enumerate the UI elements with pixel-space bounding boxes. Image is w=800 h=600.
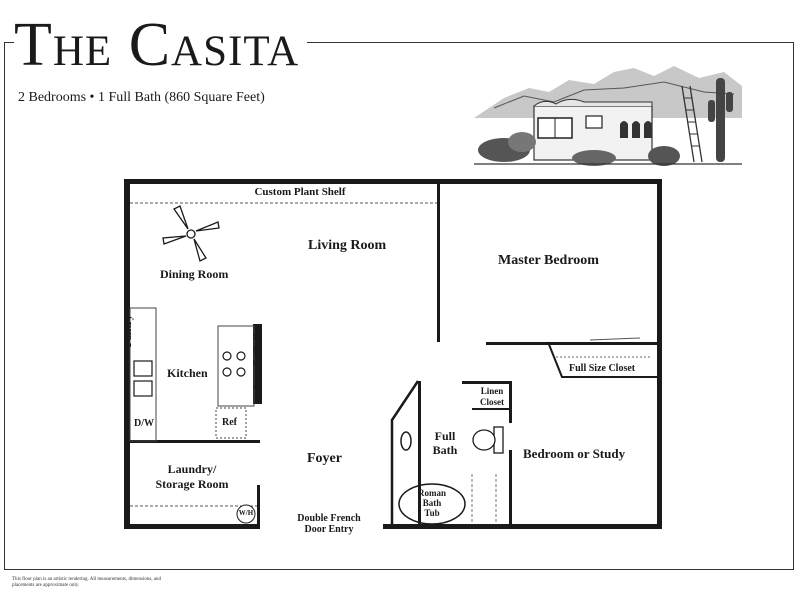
sink-icon bbox=[133, 360, 153, 397]
label-linen-closet: Linen Closet bbox=[472, 386, 512, 408]
label-bedroom-study: Bedroom or Study bbox=[523, 446, 626, 461]
label-kitchen: Kitchen bbox=[167, 366, 208, 380]
ceiling-fan-icon bbox=[162, 205, 220, 262]
label-tub-line3: Tub bbox=[424, 508, 440, 518]
label-dining-room: Dining Room bbox=[160, 267, 229, 281]
living-master-wall bbox=[437, 184, 440, 342]
santa-fe-shelf bbox=[253, 324, 262, 404]
label-pantry: Pantry bbox=[122, 314, 135, 348]
label-linen-closet-line1: Linen bbox=[480, 386, 504, 396]
label-tub-line1: Roman bbox=[417, 488, 446, 498]
toilet-icon bbox=[472, 426, 504, 454]
label-entry-line1: Double French bbox=[297, 513, 361, 524]
label-tub-line2: Bath bbox=[422, 498, 442, 508]
label-linen-closet-line2: Closet bbox=[480, 397, 504, 407]
laundry-north-wall bbox=[130, 440, 260, 443]
label-entry: Double French Door Entry bbox=[286, 513, 372, 535]
label-dishwasher: D/W bbox=[134, 418, 154, 429]
bath-north-wall bbox=[462, 381, 512, 384]
label-foyer: Foyer bbox=[307, 451, 342, 466]
south-wall-right bbox=[383, 524, 662, 529]
cooktop-icon bbox=[222, 351, 246, 377]
label-laundry-line1: Laundry/ bbox=[167, 462, 217, 476]
bath-east-wall-lower bbox=[509, 450, 512, 529]
plan-title: The Casita bbox=[14, 14, 308, 76]
bath-west-wall bbox=[418, 381, 421, 529]
linen-closet-wall bbox=[472, 408, 512, 410]
label-santa-fe-shelf: Santa Fe Shelf bbox=[252, 334, 262, 390]
south-wall-left bbox=[124, 524, 260, 529]
page-frame bbox=[4, 42, 794, 570]
label-full-bath-line2: Bath bbox=[432, 443, 458, 457]
label-laundry-line2: Storage Room bbox=[155, 477, 229, 491]
east-wall bbox=[657, 179, 662, 529]
label-laundry: Laundry/ Storage Room bbox=[146, 462, 238, 492]
bath-east-wall-upper bbox=[509, 381, 512, 423]
label-master-bedroom: Master Bedroom bbox=[498, 253, 599, 268]
laundry-east-wall bbox=[257, 485, 260, 529]
label-roman-tub: Roman Bath Tub bbox=[410, 488, 454, 518]
label-entry-line2: Door Entry bbox=[304, 524, 354, 535]
label-full-bath: Full Bath bbox=[424, 429, 466, 457]
label-water-heater: W/H bbox=[238, 509, 254, 517]
label-full-bath-line1: Full bbox=[434, 429, 456, 443]
master-bedroom-south-wall bbox=[486, 342, 657, 345]
disclaimer-text: This floor plan is an artistic rendering… bbox=[12, 577, 161, 588]
label-living-room: Living Room bbox=[308, 238, 387, 253]
plan-subtitle: 2 Bedrooms • 1 Full Bath (860 Square Fee… bbox=[18, 90, 265, 105]
west-wall bbox=[124, 179, 130, 529]
label-full-size-closet: Full Size Closet bbox=[569, 363, 636, 374]
north-wall bbox=[124, 179, 662, 184]
label-plant-shelf: Custom Plant Shelf bbox=[254, 186, 346, 198]
label-refrigerator: Ref bbox=[222, 417, 237, 428]
bathtub-icon bbox=[398, 483, 466, 525]
adobe-house-sketch-icon bbox=[474, 66, 742, 166]
